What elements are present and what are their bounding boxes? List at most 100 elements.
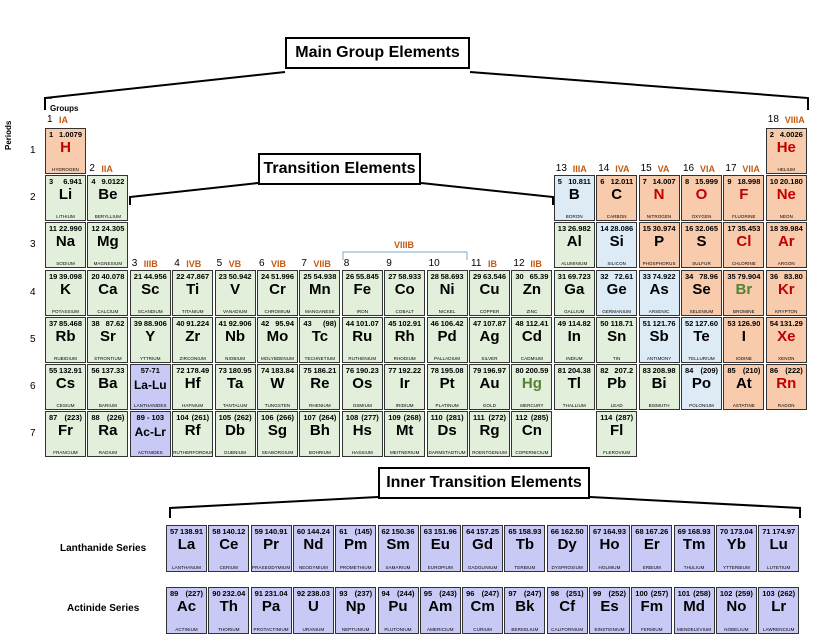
element-cell-y[interactable]: 3988.906YYTTRIUM — [129, 316, 171, 363]
element-cell-k[interactable]: 1939.098KPOTASSIUM — [45, 269, 86, 316]
element-cell-er[interactable]: 68167.26ErERBIUM — [631, 525, 673, 572]
element-cell-gd[interactable]: 64157.25GdGADOLINIUM — [462, 525, 504, 572]
element-cell-sg[interactable]: 106(266)SgSEABORGIUM — [257, 411, 298, 458]
element-cell-la-lu[interactable]: 57-71La-LuLANTHANIDES — [129, 364, 171, 410]
element-cell-ra[interactable]: 88(226)RaRADIUM — [87, 411, 129, 458]
element-cell-fe[interactable]: 2655.845FeIRON — [341, 269, 383, 316]
element-cell-fl[interactable]: 114(287)FlFLEROVIUM — [596, 411, 638, 458]
element-cell-db[interactable]: 105(262)DbDUBNIUM — [214, 411, 256, 458]
element-cell-rn[interactable]: 86(222)RnRADON — [765, 364, 807, 410]
element-cell-ir[interactable]: 77192.22IrIRIDIUM — [384, 364, 426, 410]
element-cell-hf[interactable]: 72178.49HfHAFNIUM — [172, 364, 214, 410]
element-cell-cr[interactable]: 2451.996CrCHROMIUM — [257, 269, 298, 316]
element-cell-ar[interactable]: 1839.984ArARGON — [765, 222, 807, 269]
element-cell-th[interactable]: 90232.04ThTHORIUM — [208, 587, 250, 634]
element-cell-pd[interactable]: 46106.42PdPALLADIUM — [426, 316, 468, 363]
element-cell-cl[interactable]: 1735.453ClCHLORINE — [723, 222, 765, 269]
element-cell-kr[interactable]: 3683.80KrKRYPTON — [765, 269, 807, 316]
element-cell-la[interactable]: 57138.91LaLANTHANUM — [166, 525, 207, 572]
element-cell-tm[interactable]: 69168.93TmTHULIUM — [673, 525, 715, 572]
element-cell-sb[interactable]: 51121.76SbANTIMONY — [638, 316, 680, 363]
element-cell-sm[interactable]: 62150.36SmSAMARIUM — [377, 525, 419, 572]
element-cell-ds[interactable]: 110(281)DsDARMSTADTIUM — [426, 411, 468, 458]
element-cell-pt[interactable]: 78195.08PtPLATINUM — [426, 364, 468, 410]
element-cell-he[interactable]: 24.0026HeHELIUM — [765, 128, 807, 174]
element-cell-i[interactable]: 53126.90IIODINE — [723, 316, 765, 363]
element-cell-rh[interactable]: 45102.91RhRHODIUM — [384, 316, 426, 363]
element-cell-dy[interactable]: 66162.50DyDYSPROSIUM — [546, 525, 588, 572]
element-cell-h[interactable]: 11.0079HHYDROGEN — [45, 128, 86, 174]
element-cell-cm[interactable]: 96(247)CmCURIUM — [462, 587, 504, 634]
element-cell-hg[interactable]: 80200.59HgMERCURY — [511, 364, 553, 410]
element-cell-fr[interactable]: 87(223)FrFRANCIUM — [45, 411, 86, 458]
element-cell-at[interactable]: 85(210)AtASTATINE — [723, 364, 765, 410]
element-cell-sc[interactable]: 2144.956ScSCANDIUM — [129, 269, 171, 316]
element-cell-rb[interactable]: 3785.468RbRUBIDIUM — [45, 316, 86, 363]
element-cell-te[interactable]: 52127.60TeTELLURIUM — [681, 316, 722, 363]
element-cell-ac[interactable]: 89(227)AcACTINIUM — [166, 587, 207, 634]
element-cell-sr[interactable]: 3887.62SrSTRONTIUM — [87, 316, 129, 363]
element-cell-w[interactable]: 74183.84WTUNGSTEN — [257, 364, 298, 410]
element-cell-rg[interactable]: 111(272)RgROENTGENIUM — [469, 411, 510, 458]
element-cell-ne[interactable]: 1020.180NeNEON — [765, 175, 807, 222]
element-cell-ru[interactable]: 44101.07RuRUTHENIUM — [341, 316, 383, 363]
element-cell-pu[interactable]: 94(244)PuPLUTONIUM — [377, 587, 419, 634]
element-cell-v[interactable]: 2350.942VVANADIUM — [214, 269, 256, 316]
element-cell-br[interactable]: 3579.904BrBROMINE — [723, 269, 765, 316]
element-cell-au[interactable]: 79196.97AuGOLD — [469, 364, 510, 410]
element-cell-p[interactable]: 1530.974PPHOSPHORUS — [638, 222, 680, 269]
element-cell-po[interactable]: 84(209)PoPOLONIUM — [681, 364, 722, 410]
element-cell-md[interactable]: 101(258)MdMENDELEVIUM — [673, 587, 715, 634]
element-cell-in[interactable]: 49114.82InINDIUM — [553, 316, 595, 363]
element-cell-mn[interactable]: 2554.938MnMANGANESE — [299, 269, 341, 316]
element-cell-ac-lr[interactable]: 89 - 103Ac-LrACTINIDES — [129, 411, 171, 458]
element-cell-cd[interactable]: 48112.41CdCADMIUM — [511, 316, 553, 363]
element-cell-cu[interactable]: 2963.546CuCOPPER — [469, 269, 510, 316]
element-cell-nd[interactable]: 60144.24NdNEODYMIUM — [292, 525, 334, 572]
element-cell-al[interactable]: 1326.982AlALUMINIUM — [553, 222, 595, 269]
element-cell-lu[interactable]: 71174.97LuLUTETIUM — [758, 525, 800, 572]
element-cell-ce[interactable]: 58140.12CeCERIUM — [208, 525, 250, 572]
element-cell-bh[interactable]: 107(264)BhBOHRIUM — [299, 411, 341, 458]
element-cell-o[interactable]: 815.999OOXYGEN — [681, 175, 722, 222]
element-cell-mt[interactable]: 109(268)MtMEITNERIUM — [384, 411, 426, 458]
element-cell-xe[interactable]: 54131.29XeXENON — [765, 316, 807, 363]
element-cell-ta[interactable]: 73180.95TaTANTALUM — [214, 364, 256, 410]
element-cell-n[interactable]: 714.007NNITROGEN — [638, 175, 680, 222]
element-cell-hs[interactable]: 108(277)HsHASSIUM — [341, 411, 383, 458]
element-cell-f[interactable]: 918.998FFLUORINE — [723, 175, 765, 222]
element-cell-u[interactable]: 92238.03UURANIUM — [292, 587, 334, 634]
element-cell-mo[interactable]: 4295.94MoMOLYBDENUM — [257, 316, 298, 363]
element-cell-ni[interactable]: 2858.693NiNICKEL — [426, 269, 468, 316]
element-cell-yb[interactable]: 70173.04YbYTTERBIUM — [715, 525, 757, 572]
element-cell-li[interactable]: 36.941LiLITHIUM — [45, 175, 86, 222]
element-cell-pa[interactable]: 91231.04PaPROTACTINIUM — [250, 587, 292, 634]
element-cell-sn[interactable]: 50118.71SnTIN — [596, 316, 638, 363]
element-cell-cs[interactable]: 55132.91CsCESIUM — [45, 364, 86, 410]
element-cell-se[interactable]: 3478.96SeSELENIUM — [681, 269, 722, 316]
element-cell-co[interactable]: 2758.933CoCOBALT — [384, 269, 426, 316]
element-cell-as[interactable]: 3374.922AsARSENIC — [638, 269, 680, 316]
element-cell-ag[interactable]: 47107.87AgSILVER — [469, 316, 510, 363]
element-cell-zr[interactable]: 4091.224ZrZIRCONIUM — [172, 316, 214, 363]
element-cell-fm[interactable]: 100(257)FmFERMIUM — [631, 587, 673, 634]
element-cell-na[interactable]: 1122.990NaSODIUM — [45, 222, 86, 269]
element-cell-tl[interactable]: 81204.38TlTHALLIUM — [553, 364, 595, 410]
element-cell-c[interactable]: 612.011CCARBON — [596, 175, 638, 222]
element-cell-pm[interactable]: 61(145)PmPROMETHIUM — [335, 525, 377, 572]
element-cell-eu[interactable]: 63151.96EuEUROPIUM — [419, 525, 461, 572]
element-cell-tb[interactable]: 65158.93TbTERBIUM — [504, 525, 546, 572]
element-cell-tc[interactable]: 43(98)TcTECHNETIUM — [299, 316, 341, 363]
element-cell-mg[interactable]: 1224.305MgMAGNESIUM — [87, 222, 129, 269]
element-cell-ga[interactable]: 3169.723GaGALLIUM — [553, 269, 595, 316]
element-cell-nb[interactable]: 4192.906NbNIOBIUM — [214, 316, 256, 363]
element-cell-es[interactable]: 99(252)EsEINSTEINIUM — [589, 587, 630, 634]
element-cell-np[interactable]: 93(237)NpNEPTUNIUM — [335, 587, 377, 634]
element-cell-am[interactable]: 95(243)AmAMERICIUM — [419, 587, 461, 634]
element-cell-pb[interactable]: 82207.2PbLEAD — [596, 364, 638, 410]
element-cell-zn[interactable]: 3065.39ZnZINC — [511, 269, 553, 316]
element-cell-no[interactable]: 102(259)NoNOBELIUM — [715, 587, 757, 634]
element-cell-s[interactable]: 1632.065SSULFUR — [681, 222, 722, 269]
element-cell-ge[interactable]: 3272.61GeGERMANIUM — [596, 269, 638, 316]
element-cell-si[interactable]: 1428.086SiSILICON — [596, 222, 638, 269]
